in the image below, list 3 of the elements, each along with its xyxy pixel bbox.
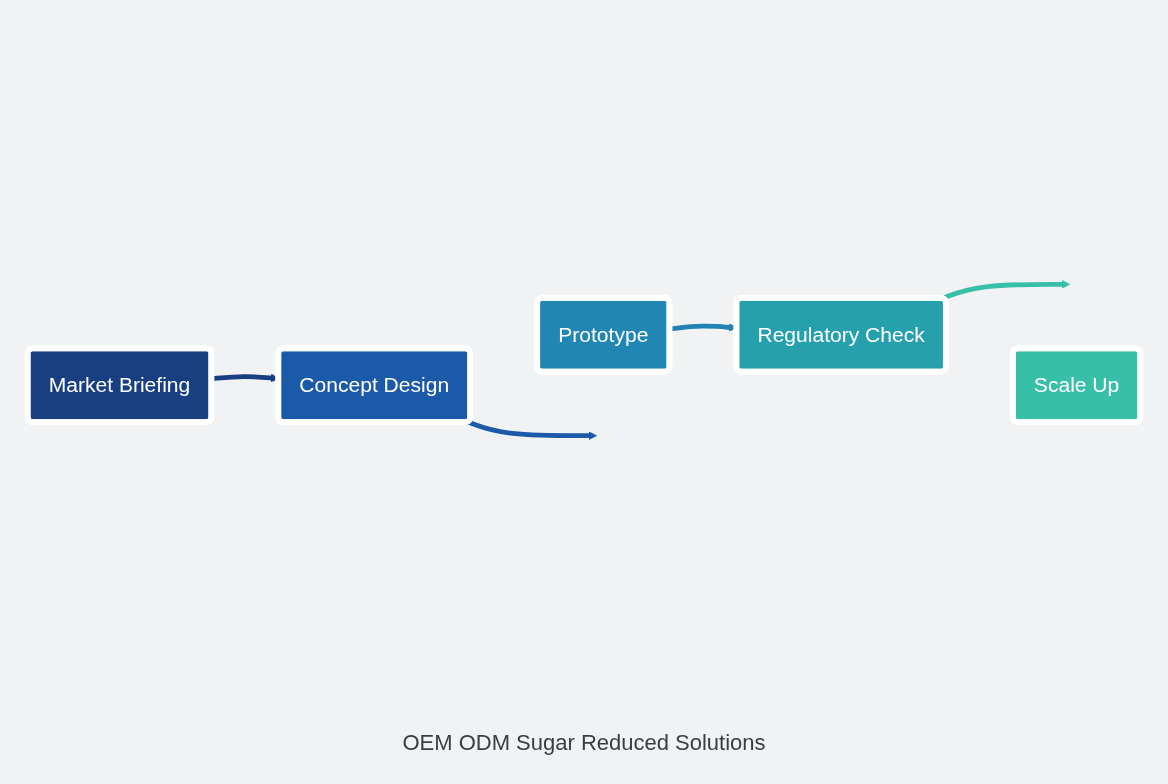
arrow: [467, 419, 597, 440]
caption: OEM ODM Sugar Reduced Solutions: [402, 730, 766, 755]
arrow: [941, 280, 1071, 301]
